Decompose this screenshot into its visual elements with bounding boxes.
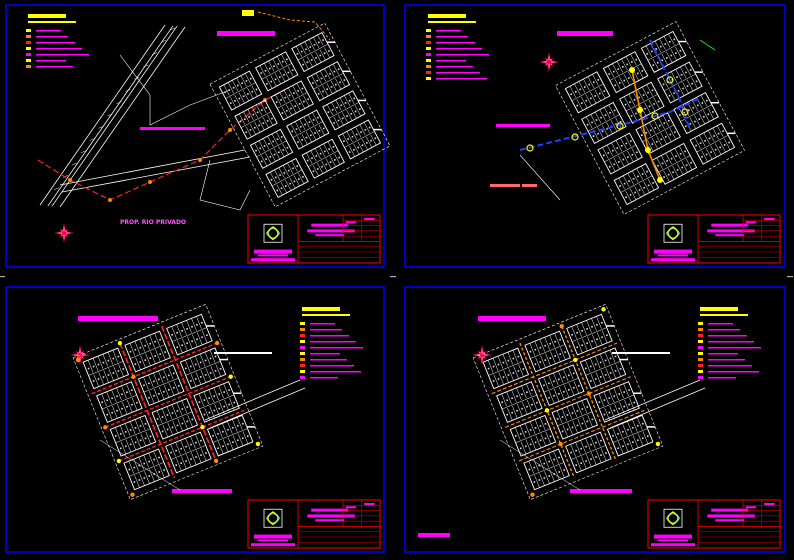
sheet-2-content bbox=[426, 14, 781, 264]
node bbox=[645, 147, 651, 153]
sheet-subtitle-bar bbox=[172, 489, 232, 493]
boundary-line bbox=[499, 439, 581, 491]
road-name-bar bbox=[140, 127, 205, 130]
valve-node bbox=[148, 180, 152, 184]
sheet-title-bar bbox=[557, 31, 613, 36]
highway bbox=[209, 387, 306, 429]
title-block bbox=[647, 214, 781, 264]
node bbox=[657, 177, 663, 183]
boundary-line bbox=[99, 439, 181, 491]
company-logo-icon bbox=[654, 223, 692, 257]
company-logo-icon bbox=[254, 508, 292, 542]
highway bbox=[609, 387, 706, 429]
drawing-sheet[interactable] bbox=[404, 286, 786, 553]
sheet-subtitle-bar bbox=[570, 489, 632, 493]
legend bbox=[698, 307, 761, 379]
legend bbox=[300, 307, 363, 379]
highway bbox=[39, 24, 186, 208]
road-name-bar bbox=[612, 352, 670, 354]
valve-node bbox=[228, 128, 232, 132]
title-block bbox=[647, 499, 781, 549]
compass-rose-icon bbox=[539, 52, 559, 72]
drawing-sheet[interactable] bbox=[5, 286, 385, 553]
road-name-bar bbox=[496, 124, 550, 127]
blue-pipe-network bbox=[519, 39, 701, 152]
subdivision-lots bbox=[555, 21, 745, 215]
property-boundary bbox=[119, 54, 231, 126]
highway bbox=[204, 379, 301, 421]
label-bar bbox=[522, 184, 537, 187]
title-block bbox=[247, 214, 381, 264]
subdivision-lots bbox=[209, 22, 391, 208]
legend bbox=[426, 14, 489, 80]
utility-network bbox=[491, 307, 661, 497]
road-label: PROP. RIO PRIVADO bbox=[120, 219, 186, 226]
valve-node bbox=[198, 158, 202, 162]
access-road bbox=[59, 149, 246, 186]
sheet-3-content bbox=[70, 303, 381, 549]
company-logo-icon bbox=[654, 508, 692, 542]
boundary-line bbox=[519, 154, 561, 201]
access-road bbox=[61, 156, 251, 193]
legend bbox=[26, 14, 89, 68]
valve-node bbox=[108, 198, 112, 202]
sheet-separator-marks bbox=[0, 276, 793, 278]
title-block bbox=[247, 499, 381, 549]
drawing-sheet[interactable] bbox=[5, 4, 385, 268]
north-arrow-line bbox=[699, 39, 716, 51]
property-boundary bbox=[199, 159, 251, 211]
compass-rose-icon bbox=[54, 223, 74, 243]
sheet-4-content bbox=[418, 303, 781, 549]
sheet-title-bar bbox=[478, 316, 546, 321]
sheet-title-bar bbox=[217, 31, 275, 36]
valve-node bbox=[68, 178, 72, 182]
utility-network bbox=[75, 325, 261, 497]
sheet-title-bar bbox=[78, 316, 158, 321]
node bbox=[637, 107, 643, 113]
sheet-note-bar bbox=[418, 533, 450, 537]
road-name-bar bbox=[214, 352, 272, 354]
water-main-line bbox=[37, 89, 286, 201]
sheet-1-content: PROP. RIO PRIVADO bbox=[26, 10, 391, 264]
label-bar bbox=[490, 184, 520, 187]
drawing-sheet[interactable] bbox=[404, 4, 786, 268]
reservoir-marker bbox=[242, 10, 254, 16]
node bbox=[629, 67, 635, 73]
supply-route bbox=[257, 11, 331, 41]
company-logo-icon bbox=[254, 223, 292, 257]
highway bbox=[604, 379, 701, 421]
main-line bbox=[631, 69, 661, 181]
subdivision-lots bbox=[72, 303, 264, 501]
